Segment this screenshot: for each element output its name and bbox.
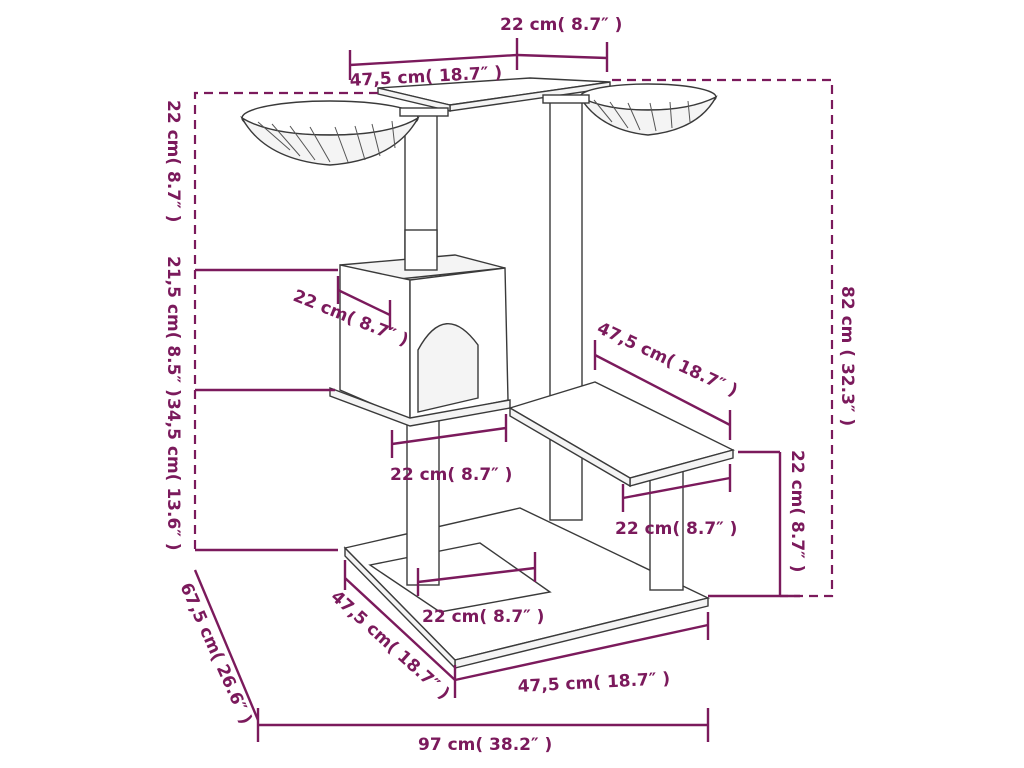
total-height-guide (612, 78, 834, 598)
right-bowl-bracket (542, 94, 590, 104)
label-top-perch-depth: 22 cm( 8.7″ ) (500, 15, 622, 35)
house-entrance (417, 323, 479, 413)
dim-platform-depth (622, 476, 731, 500)
label-base-pad: 22 cm( 8.7″ ) (422, 607, 544, 627)
right-tall-post (549, 99, 583, 521)
label-platform-depth: 22 cm( 8.7″ ) (615, 519, 737, 539)
label-house-width: 22 cm( 8.7″ ) (390, 465, 512, 485)
label-bowl-depth: 22 cm( 8.7″ ) (163, 100, 183, 222)
label-total-depth: 67,5 cm( 26.6″ ) (175, 580, 255, 728)
dim-platform-width (594, 353, 731, 427)
dim-base-width (454, 623, 709, 682)
cat-tree-drawing (240, 77, 735, 670)
house-top-post (404, 229, 438, 271)
label-house-to-base: 34,5 cm( 13.6″ ) (163, 398, 183, 551)
left-height-guide (193, 91, 378, 550)
left-lower-post (406, 409, 440, 586)
dim-base-depth (344, 577, 456, 681)
label-total-height: 82 cm ( 32.3″ ) (837, 286, 857, 426)
label-base-width: 47,5 cm( 18.7″ ) (517, 669, 670, 697)
dim-house-width (391, 426, 507, 446)
dim-house-depth (337, 288, 391, 317)
left-bowl-bracket (399, 107, 449, 117)
label-platform-height: 22 cm( 8.7″ ) (787, 450, 807, 572)
middle-platform-side (509, 406, 631, 488)
dimension-lines (193, 38, 834, 742)
dim-base-pad (417, 566, 536, 584)
label-platform-width: 47,5 cm( 18.7″ ) (594, 318, 741, 401)
label-total-width: 97 cm( 38.2″ ) (418, 735, 552, 755)
dim-total-depth (193, 569, 260, 721)
left-bowl-texture (257, 120, 396, 163)
left-bowl-body (240, 116, 420, 166)
right-bowl-body (578, 95, 718, 136)
dim-top-depth (516, 53, 608, 60)
right-bowl-texture (593, 99, 691, 132)
label-house-height: 21,5 cm( 8.5″ ) (163, 256, 183, 397)
dim-top-width (349, 53, 518, 67)
